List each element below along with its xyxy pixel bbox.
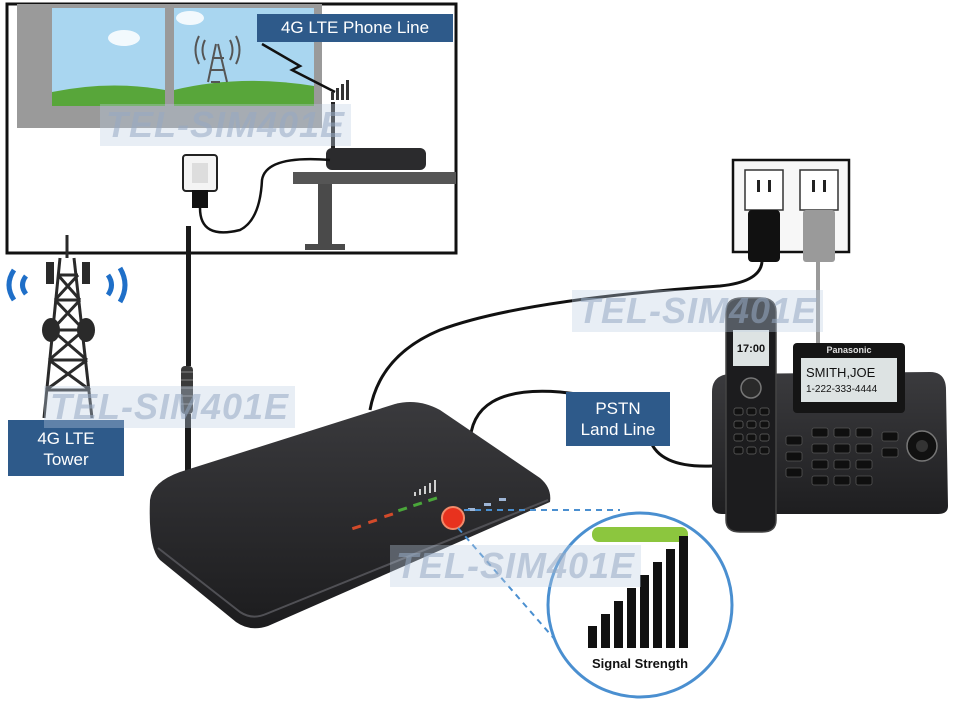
signal-green-indicator [592,527,688,542]
power-plug-icon [192,190,208,208]
power-adapter-cable [368,261,764,411]
power-cable [198,157,331,234]
caller-number: 1-222-333-4444 [806,384,878,395]
black-plug-icon [748,210,780,262]
table [293,172,456,184]
tower-label-line1: 4G LTE [37,429,95,448]
device-signal-bars-icon [414,480,436,496]
signal-led-icon [441,506,465,530]
cloud-icon [176,11,204,25]
cell-tower-icon [6,235,128,419]
signal-zoom-callout: Signal Strength [457,509,734,699]
pstn-label-line1: PSTN [595,399,641,418]
watermark: TEL-SIM401E [44,386,296,428]
small-tower-icon [194,35,241,83]
tower-label-line2: Tower [43,450,89,469]
pstn-label: PSTN Land Line [566,392,670,446]
handset-time: 17:00 [737,343,765,355]
gray-plug-icon [803,210,835,262]
grass-left [52,85,165,106]
lightning-icon [261,42,336,94]
signal-strength-label: Signal Strength [592,656,688,671]
handset-keypad [733,407,770,455]
gateway-device [149,402,551,629]
phone-system: Panasonic SMITH,JOE 1-222-333-4444 17:00 [712,297,948,533]
base-display [801,358,897,402]
phone-line-label: 4G LTE Phone Line [257,14,453,42]
watermark: TEL-SIM401E [572,290,824,332]
handset-display [733,330,769,366]
caller-name: SMITH,JOE [806,365,876,380]
grass-right [174,80,314,106]
tower-label: 4G LTE Tower [8,420,124,476]
small-signal-icon [331,80,349,100]
phone-brand: Panasonic [826,345,871,355]
mini-router-icon [326,148,426,170]
signal-strength-icon [588,536,688,648]
status-leds [351,496,438,531]
watermark: TEL-SIM401E [390,545,642,587]
watermark: TEL-SIM401E [100,104,352,146]
antenna-icon [181,226,193,472]
base-keypad [785,427,899,486]
pstn-label-line2: Land Line [580,420,656,439]
dual-outlet-icon [731,158,851,262]
cloud-icon [108,30,140,46]
